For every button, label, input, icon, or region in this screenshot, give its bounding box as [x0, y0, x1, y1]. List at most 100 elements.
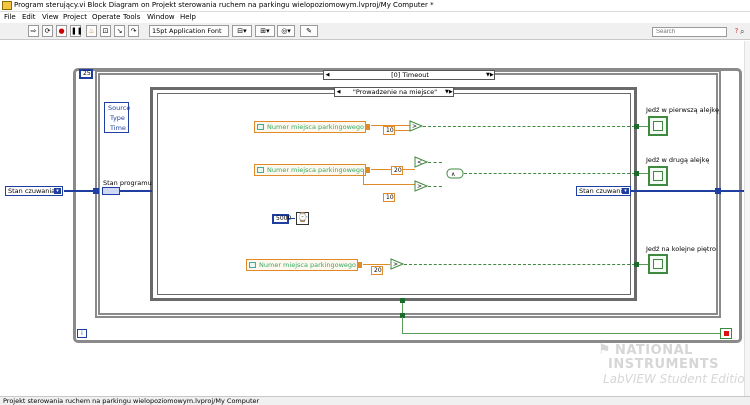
const-10-b[interactable]: 10	[383, 193, 395, 202]
case-selector-label: "Prowadzenie na miejsce"	[352, 88, 438, 96]
run-icon[interactable]: ⇨	[28, 25, 39, 37]
vertical-scrollbar[interactable]	[744, 41, 750, 396]
parking-control-1[interactable]: Numer miejsca parkingowego	[254, 121, 370, 133]
const-20-b[interactable]: 20	[371, 266, 383, 275]
greater-than-node[interactable]: >	[409, 120, 423, 132]
menu-project[interactable]: Project	[63, 13, 87, 21]
menu-window[interactable]: Window	[147, 13, 175, 21]
enum-wire-state	[120, 190, 152, 192]
reorder-icon[interactable]: ◎▾	[277, 25, 295, 37]
menu-help[interactable]: Help	[180, 13, 196, 21]
greater-than-node-3[interactable]: >	[390, 258, 404, 270]
event-data-time: Time	[110, 124, 126, 132]
enum-wire-out-loop	[721, 190, 750, 192]
stop-wire-3	[402, 333, 720, 334]
wait-wire	[289, 218, 295, 219]
step-into-icon[interactable]: ↘	[114, 25, 125, 37]
less-than-node[interactable]: <	[414, 156, 428, 168]
pause-icon[interactable]: ❚❚	[70, 25, 83, 37]
control-output-terminal	[365, 167, 370, 173]
control-glyph-icon	[257, 124, 264, 130]
ni-logo-line-1: NATIONAL	[615, 343, 693, 358]
greater-than-node-2[interactable]: >	[414, 180, 428, 192]
parking-control-3-label: Numer miejsca parkingowego	[259, 261, 356, 269]
bool-tunnel-3	[634, 262, 639, 267]
while-loop[interactable]	[73, 68, 742, 343]
context-help-icon[interactable]: ?	[734, 27, 739, 35]
and-node[interactable]: ∧	[446, 168, 464, 179]
menu-file[interactable]: File	[4, 13, 16, 21]
event-data-node[interactable]: Source Type Time	[104, 102, 131, 133]
shift-register-right	[715, 188, 721, 194]
const-5000[interactable]: 5000	[272, 214, 291, 224]
event-selector-left-arrow[interactable]: ◀	[325, 72, 330, 78]
loop-count-terminal: 25	[79, 69, 93, 79]
bool-wire-5	[404, 264, 635, 265]
search-magnifier-icon[interactable]: ⌕	[740, 27, 745, 36]
iteration-terminal: i	[77, 329, 87, 338]
status-bar: Projekt sterowania ruchem na parkingu wi…	[0, 396, 750, 405]
event-selector-label: [0] Timeout	[391, 71, 429, 79]
enum-constant-output[interactable]: Stan czuwania ▾	[576, 186, 631, 196]
led-icon	[653, 121, 663, 131]
menu-operate[interactable]: Operate	[92, 13, 121, 21]
menu-view[interactable]: View	[42, 13, 59, 21]
less-than-glyph: <	[417, 159, 422, 166]
bool-tunnel-stop-2	[400, 313, 405, 318]
retain-wire-values-icon[interactable]: ⊡	[100, 25, 111, 37]
control-glyph-icon	[249, 262, 256, 268]
abort-icon[interactable]: ●	[56, 25, 67, 37]
ni-logo-line-2: INSTRUMENTS	[608, 357, 719, 372]
state-label: Stan programu	[103, 179, 152, 187]
align-objects-icon[interactable]: ⊟▾	[232, 25, 252, 37]
const-10-a[interactable]: 10	[383, 126, 395, 135]
and-glyph: ∧	[451, 171, 455, 178]
event-selector[interactable]: ◀ [0] Timeout ▼▶	[323, 70, 495, 80]
stop-wire-2	[402, 317, 403, 334]
numeric-wire-4	[363, 169, 364, 185]
bool-wire-2	[428, 162, 442, 163]
greater-than-glyph: >	[393, 261, 398, 268]
font-dropdown[interactable]: 15pt Application Font	[149, 25, 229, 37]
event-data-source: Source	[108, 104, 131, 112]
menu-edit[interactable]: Edit	[22, 13, 36, 21]
parking-control-2[interactable]: Numer miejsca parkingowego	[254, 164, 370, 176]
cleanup-diagram-icon[interactable]: ✎	[300, 25, 318, 37]
indicator-3[interactable]	[648, 254, 668, 274]
indicator-1[interactable]	[648, 116, 668, 136]
enum-output-dropdown-icon[interactable]: ▾	[622, 188, 629, 194]
highlight-execution-icon[interactable]: ♨	[86, 25, 97, 37]
indicator-2[interactable]	[648, 166, 668, 186]
enum-input-dropdown-icon[interactable]: ▾	[54, 188, 61, 194]
enum-wire-in	[64, 190, 96, 192]
menu-tools[interactable]: Tools	[123, 13, 141, 21]
search-input[interactable]	[652, 27, 727, 37]
greater-than-glyph: >	[412, 123, 417, 130]
event-selector-right-arrow[interactable]: ▼▶	[486, 72, 494, 78]
control-glyph-icon	[257, 167, 264, 173]
control-output-terminal	[365, 124, 370, 130]
bool-tunnel-2	[634, 171, 639, 176]
case-selector-right-arrow[interactable]: ▼▶	[445, 89, 453, 95]
parking-control-3[interactable]: Numer miejsca parkingowego	[246, 259, 362, 271]
status-text: Projekt sterowania ruchem na parkingu wi…	[3, 397, 260, 405]
wait-ms-clock-icon[interactable]: ⌚	[296, 212, 309, 225]
bool-wire-6	[639, 126, 648, 127]
step-over-icon[interactable]: ↷	[128, 25, 139, 37]
greater-than-glyph: >	[417, 183, 422, 190]
numeric-wire-1	[371, 125, 411, 126]
bool-tunnel-1	[634, 124, 639, 129]
numeric-wire-5	[363, 184, 415, 185]
state-indicator[interactable]	[102, 187, 120, 195]
case-selector[interactable]: ◀ "Prowadzenie na miejsce" ▼▶	[334, 87, 454, 97]
block-diagram-canvas[interactable]: 25 i ◀ [0] Timeout ▼▶ Source Type Time ◀…	[0, 41, 750, 396]
distribute-objects-icon[interactable]: ⊞▾	[255, 25, 275, 37]
enum-output-label: Stan czuwania	[579, 187, 627, 195]
case-selector-left-arrow[interactable]: ◀	[336, 89, 341, 95]
const-20-a[interactable]: 20	[391, 166, 403, 175]
enum-constant-input[interactable]: Stan czuwania ▾	[5, 186, 63, 196]
run-continuously-icon[interactable]: ⟳	[42, 25, 53, 37]
labview-student-edition: LabVIEW Student Edition	[603, 372, 750, 386]
parking-control-2-label: Numer miejsca parkingowego	[267, 166, 364, 174]
parking-control-1-label: Numer miejsca parkingowego	[267, 123, 364, 131]
